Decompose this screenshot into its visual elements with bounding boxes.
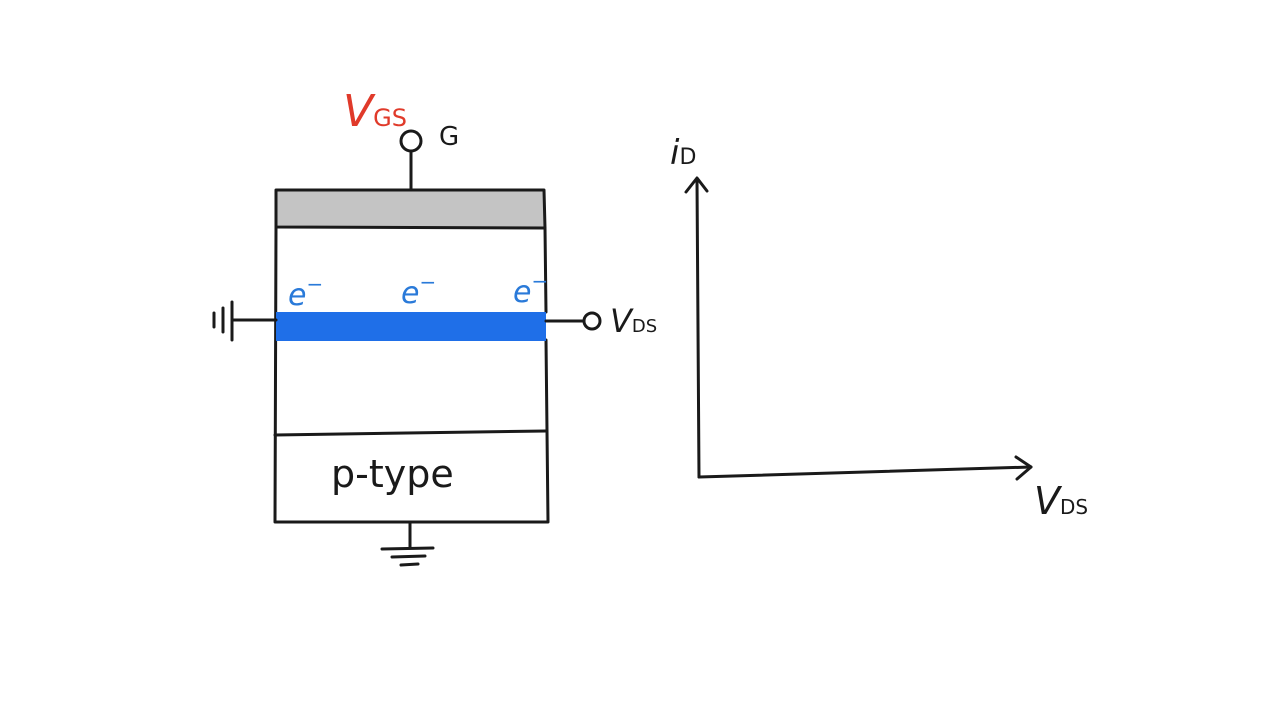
vgs-label-main: V: [343, 86, 376, 137]
x-axis-label-sub: DS: [1060, 495, 1088, 519]
electron-label-3: e−: [513, 269, 548, 310]
drain-vds-label: VDS: [610, 302, 657, 340]
y-axis-arrowhead-icon: [684, 176, 709, 194]
x-axis: [697, 465, 1033, 479]
iv-graph: iD VDS: [670, 133, 1088, 523]
gate-terminal-icon: [399, 129, 423, 153]
substrate-ground-icon: [380, 546, 435, 567]
drain-terminal-icon: [582, 311, 602, 331]
gate-label: G: [439, 122, 459, 152]
inversion-channel: [276, 312, 546, 341]
electron-label-1-sup: −: [306, 272, 323, 296]
drain-vds-label-main: V: [610, 302, 634, 340]
y-axis-label-sub: D: [679, 145, 696, 170]
x-axis-label-main: V: [1034, 479, 1063, 523]
mosfet-labels: VGS G e− e− e− VDS p-type: [288, 86, 657, 496]
substrate-label: p-type: [331, 452, 454, 496]
electron-label-2-main: e: [401, 276, 419, 311]
mosfet-device: [212, 129, 602, 567]
y-axis-label: iD: [670, 133, 696, 173]
y-axis: [695, 178, 701, 479]
x-axis-label: VDS: [1034, 479, 1088, 523]
y-axis-label-main: i: [670, 133, 680, 173]
electron-label-3-main: e: [513, 275, 531, 310]
x-axis-arrowhead-icon: [1014, 455, 1033, 481]
drain-vds-label-sub: DS: [632, 316, 657, 337]
vgs-label-sub: GS: [373, 104, 407, 132]
vgs-label: VGS: [343, 86, 407, 137]
electron-label-2: e−: [401, 270, 436, 311]
electron-label-2-sup: −: [419, 270, 436, 294]
electron-label-1: e−: [288, 272, 323, 313]
electron-label-3-sup: −: [531, 269, 548, 293]
source-ground-icon: [212, 300, 234, 342]
device-body-outline: [273, 225, 550, 524]
substrate-boundary-line: [273, 429, 548, 437]
gate-electrode: [274, 188, 547, 230]
electron-label-1-main: e: [288, 278, 306, 313]
